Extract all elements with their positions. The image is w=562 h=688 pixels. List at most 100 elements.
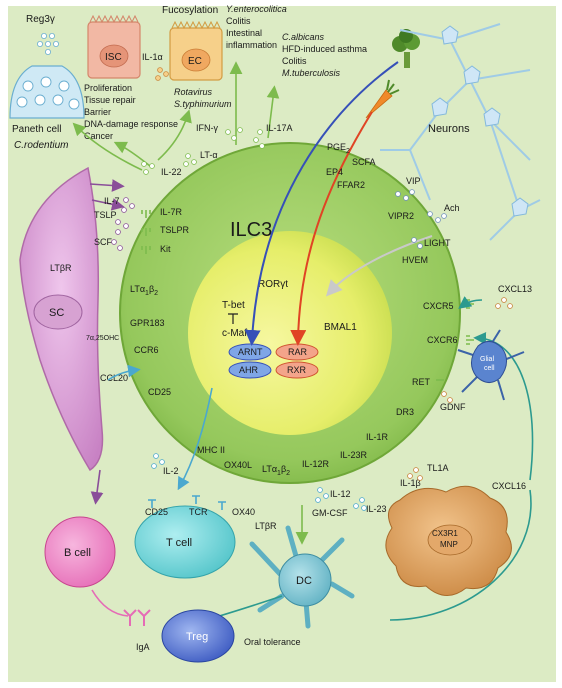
bottom-lta1b2-label: LTα1β2: [262, 464, 290, 477]
ox40l-label: OX40L: [224, 460, 252, 470]
il12-label: IL-12: [330, 489, 351, 499]
bcell-to-iga-arrow: [91, 589, 129, 617]
diet-colitis-label: Colitis: [282, 56, 307, 66]
ec-cell: [169, 20, 223, 81]
isc-function-4: DNA-damage response: [84, 119, 178, 129]
neuron-to-bmal1-arrow: [325, 235, 433, 297]
pge2-label: PGE2: [327, 142, 350, 155]
dr3-label: DR3: [396, 407, 414, 417]
ilc3-nucleus: [188, 231, 392, 435]
cxcr6-label: CXCR6: [427, 335, 458, 345]
ahr-label: AHR: [239, 365, 259, 375]
neuron-ligand-dots: [395, 189, 447, 249]
il17-colitis-label: Colitis: [226, 16, 251, 26]
t-cell: [134, 505, 236, 579]
rar-label: RAR: [288, 347, 308, 357]
cxcl16-label: CXCL16: [492, 481, 526, 491]
mnp-to-cxcl16-line: [389, 489, 532, 621]
ox40-label: OX40: [232, 507, 255, 517]
left-lta1b2-label: LTα1β2: [130, 284, 158, 297]
sc-ltbr-label: LTβR: [50, 263, 72, 273]
kit-label: Kit: [160, 244, 171, 254]
nuclear-receptors: [228, 343, 319, 379]
ep4-label: EP4: [326, 167, 343, 177]
reg3y-label: Reg3γ: [26, 14, 55, 25]
tcell-cd25-label: CD25: [145, 507, 168, 517]
ifng-label: IFN-γ: [196, 123, 218, 133]
cxcl13-arrow: [458, 296, 483, 309]
neurons-label: Neurons: [428, 123, 470, 135]
lta-label: LT-α: [200, 150, 218, 160]
inflammation-label: inflammation: [226, 40, 277, 50]
cxcl13-label: CXCL13: [498, 284, 532, 294]
glial-label-1: Glial: [480, 356, 494, 363]
gpr183-label: GPR183: [130, 318, 165, 328]
light-label: LIGHT: [424, 238, 451, 248]
il17a-label: IL-17A: [266, 123, 293, 133]
mnp-nucleus: [427, 524, 473, 556]
tslp-label: TSLP: [94, 210, 117, 220]
tslpr-label: TSLPR: [160, 225, 190, 235]
isc-function-5: Cancer: [84, 131, 113, 141]
left-cytokine-dots: [111, 197, 135, 251]
carrot-icon: [365, 79, 400, 119]
top-output-arrows: [72, 61, 280, 171]
ilc3-title: ILC3: [230, 219, 272, 241]
treg-cell: [161, 609, 235, 663]
diet-to-arnt-arrow: [244, 61, 399, 346]
vip-label: VIP: [406, 176, 421, 186]
bcell-label: B cell: [64, 547, 91, 559]
dc-label: DC: [296, 575, 312, 587]
rxr-label: RXR: [287, 365, 307, 375]
rotavirus-label: Rotavirus: [174, 87, 213, 97]
y-enterocolitica-label: Y.enterocolitica: [226, 4, 287, 14]
sc-label: SC: [49, 307, 64, 319]
bmal1-label: BMAL1: [324, 322, 357, 333]
il23r-label: IL-23R: [340, 450, 368, 460]
il1b-label: IL-1β: [400, 478, 421, 488]
isc-function-1: Proliferation: [84, 83, 132, 93]
tbet-inhibition-icon: [228, 313, 238, 324]
tcr-label: TCR: [189, 507, 208, 517]
isc-function-3: Barrier: [84, 107, 111, 117]
il23-label: IL-23: [366, 504, 387, 514]
isc-function-2: Tissue repair: [84, 95, 136, 105]
cxcr5-label: CXCR5: [423, 301, 454, 311]
iga-label: IgA: [136, 642, 150, 652]
gdnf-label: GDNF: [440, 402, 466, 412]
tcell-label: T cell: [166, 537, 192, 549]
ffar2-label: FFAR2: [337, 180, 365, 190]
glial-cell: [457, 329, 525, 401]
ach-label: Ach: [444, 203, 460, 213]
hfd-asthma-label: HFD-induced asthma: [282, 44, 367, 54]
ret-label: RET: [412, 377, 431, 387]
stromal-cell: [19, 166, 104, 472]
arnt-label: ARNT: [238, 347, 263, 357]
paneth-cell: [9, 33, 85, 119]
m-tuberculosis-label: M.tuberculosis: [282, 68, 341, 78]
tl1a-label: TL1A: [427, 463, 449, 473]
glial-label-2: cell: [484, 365, 495, 372]
ec-label: EC: [188, 56, 202, 67]
cyan-arrows: [107, 364, 213, 491]
mhc2-label: MHC II: [197, 445, 225, 455]
ccr6-label: CCR6: [134, 345, 159, 355]
il22-label: IL-22: [161, 167, 182, 177]
intestinal-label: Intestinal: [226, 28, 262, 38]
il12r-label: IL-12R: [302, 459, 330, 469]
hvem-label: HVEM: [402, 255, 428, 265]
paneth-cell-label: Paneth cell: [12, 124, 61, 135]
isc-cell: [87, 14, 141, 79]
bottom-cytokine-dots: [151, 453, 367, 511]
tcell-receptors: [148, 495, 226, 510]
oxysterol-label: 7α,25OHC: [86, 335, 119, 342]
il7-label: IL-7: [104, 196, 120, 206]
diet-to-rar-arrow: [290, 111, 373, 346]
dendritic-cell: [249, 525, 355, 629]
il1r-label: IL-1R: [366, 432, 389, 442]
isc-label: ISC: [105, 52, 122, 63]
vipr2-label: VIPR2: [388, 211, 414, 221]
c-albicans-label: C.albicans: [282, 32, 325, 42]
